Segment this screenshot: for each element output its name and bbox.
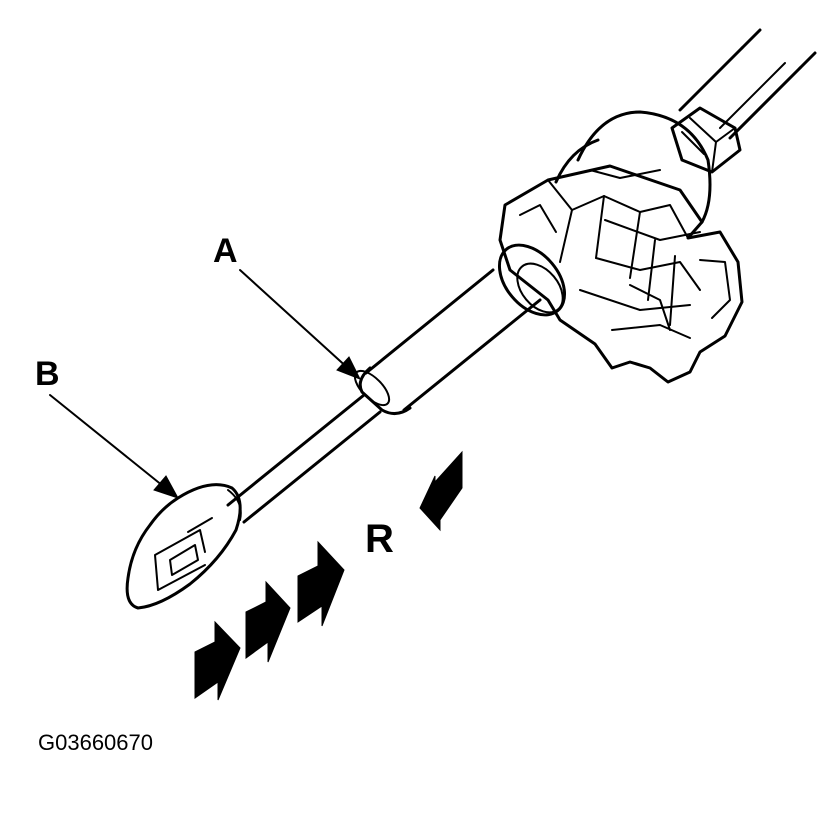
selector-housing — [498, 110, 744, 384]
control-cable — [678, 28, 817, 140]
label-a-leader — [239, 269, 362, 380]
shift-knob — [125, 483, 242, 610]
rod-sleeve — [353, 366, 412, 415]
push-direction-arrow-icon — [194, 620, 241, 701]
label-b: B — [35, 355, 60, 393]
label-b-leader — [49, 394, 180, 499]
push-direction-arrow-icon — [245, 580, 291, 663]
inner-rod — [226, 393, 382, 524]
push-direction-arrow-icon — [297, 540, 345, 627]
figure-code: G03660670 — [38, 730, 153, 755]
reverse-direction-arrow-icon — [419, 450, 463, 532]
label-a: A — [213, 232, 238, 270]
rod-socket — [497, 243, 567, 317]
label-r: R — [365, 517, 394, 561]
cable-end-fitting — [670, 106, 742, 174]
outer-rod — [364, 268, 542, 412]
